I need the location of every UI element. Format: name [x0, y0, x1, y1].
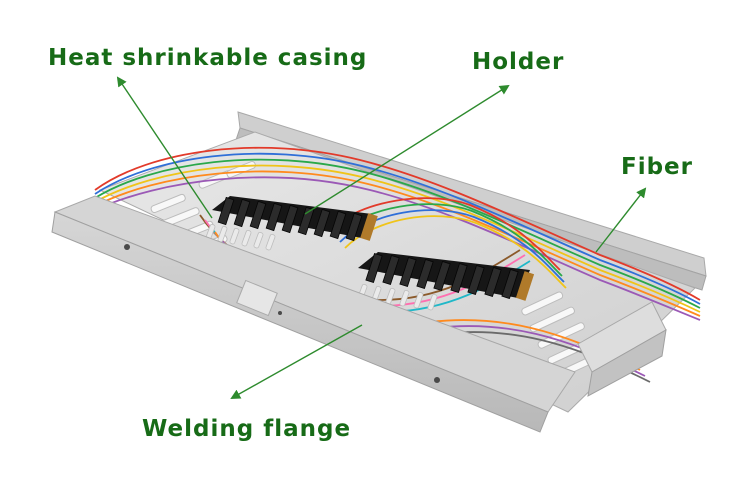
- holder-upper: [212, 196, 378, 242]
- label-holder: Holder: [472, 49, 565, 75]
- front-flange-rail: [51, 195, 576, 433]
- arrow-icon: [230, 324, 363, 399]
- label-fiber: Fiber: [621, 154, 694, 180]
- right-end-bracket: [577, 301, 667, 397]
- arrow-icon: [304, 84, 510, 215]
- annotation-arrows: [116, 76, 647, 399]
- label-heat-shrinkable-casing: Heat shrinkable casing: [48, 45, 368, 71]
- holder-lower: [358, 252, 535, 301]
- arrow-icon: [595, 187, 647, 253]
- arrow-icon: [116, 76, 213, 219]
- label-welding-flange: Welding flange: [142, 416, 352, 442]
